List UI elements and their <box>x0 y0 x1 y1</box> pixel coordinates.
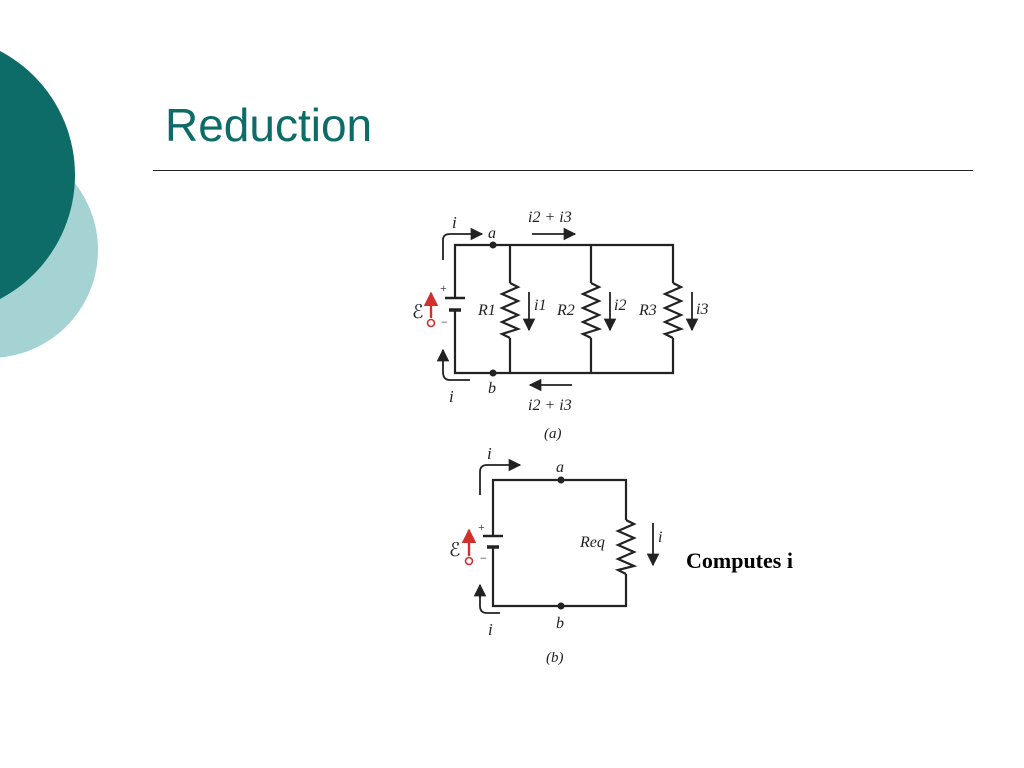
label-i-top-b: i <box>487 444 492 463</box>
current-i-top-arrow <box>442 227 484 260</box>
node-a-bottom <box>489 369 497 377</box>
label-node-b-b: b <box>556 615 564 632</box>
label-i-bottom-a: i <box>449 387 454 406</box>
title-divider <box>153 170 973 171</box>
caption-a: (a) <box>544 426 562 442</box>
label-r2: R2 <box>556 302 575 319</box>
circuit-b-top-wire <box>491 478 628 536</box>
label-node-a: a <box>488 225 496 242</box>
label-r3: R3 <box>638 302 657 319</box>
label-req: Req <box>579 534 605 551</box>
page-title: Reduction <box>165 99 373 151</box>
resistor-r2 <box>580 282 603 339</box>
label-node-a-b: a <box>556 459 564 476</box>
decorative-circles <box>0 51 98 358</box>
label-i2-i3-top: i2 + i3 <box>528 209 572 226</box>
node-a-top <box>489 241 497 249</box>
label-i2-i3-bottom: i2 + i3 <box>528 397 572 414</box>
label-i2: i2 <box>614 297 626 314</box>
label-plus-b: + <box>478 520 485 534</box>
current-i-top-arrow-b <box>479 458 522 495</box>
resistor-r1 <box>499 282 522 339</box>
circuit-a-top-wire <box>453 243 675 298</box>
label-i-top-a: i <box>452 213 457 232</box>
label-minus-a: − <box>441 315 448 329</box>
node-b-bottom <box>557 602 565 610</box>
label-emf-a: ℰ <box>412 302 424 323</box>
dark-teal-circle <box>0 51 75 299</box>
label-i1: i1 <box>534 297 546 314</box>
label-emf-b: ℰ <box>449 540 461 561</box>
node-b-top <box>557 476 565 484</box>
label-node-b: b <box>488 380 496 397</box>
current-i-bottom-arrow-b <box>479 588 500 614</box>
circuit-a <box>436 227 699 392</box>
label-minus-b: − <box>480 551 487 565</box>
circuit-a-bottom-wire <box>453 320 675 375</box>
resistor-req <box>614 519 638 575</box>
current-i-bottom-arrow <box>442 352 470 381</box>
label-r1: R1 <box>477 302 496 319</box>
label-i-req: i <box>658 529 662 546</box>
computes-note: Computes i <box>686 548 793 573</box>
resistor-r3 <box>662 282 685 339</box>
label-plus-a: + <box>440 281 447 295</box>
circuit-b <box>473 458 660 614</box>
caption-b: (b) <box>546 650 564 666</box>
label-i-bottom-b: i <box>488 620 493 639</box>
label-i3: i3 <box>696 301 708 318</box>
circuit-b-bottom-wire <box>491 555 628 608</box>
